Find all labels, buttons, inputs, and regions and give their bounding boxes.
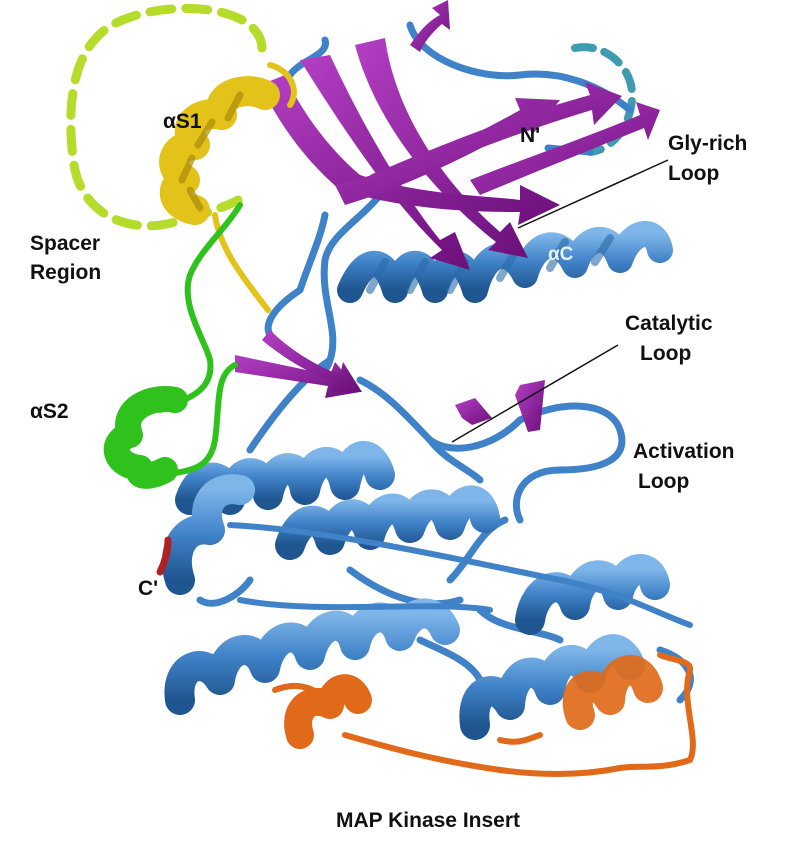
alpha-s1-helix	[159, 62, 297, 313]
map-kinase-insert-label: MAP Kinase Insert	[336, 809, 520, 832]
spacer-region-label-line2: Region	[30, 261, 101, 284]
insert-helix-right	[562, 655, 663, 730]
beta-strand-lower-4	[455, 398, 492, 425]
map-kinase-insert	[272, 652, 696, 777]
alpha-c-label: αC	[548, 244, 574, 265]
alpha-s1-shade	[178, 91, 244, 212]
c-lobe-helix-lower	[164, 598, 460, 715]
alpha-s2-helix	[103, 202, 243, 489]
alpha-s2-label: αS2	[30, 400, 69, 423]
beta-strand-lower-3	[515, 380, 545, 432]
gly-rich-loop-label-line1: Gly-rich	[668, 132, 747, 155]
alpha-s1-label: αS1	[163, 110, 202, 133]
alpha-s2-coil	[157, 202, 243, 478]
insert-helix-left	[284, 674, 372, 749]
c-lobe-crossing-coil	[227, 522, 693, 628]
c-lobe-helix-right	[515, 554, 670, 635]
spacer-region-dashed-loop	[66, 3, 267, 231]
activation-loop-label-line2: Loop	[638, 470, 689, 493]
beta-strand-6	[410, 0, 450, 52]
catalytic-loop-leader	[451, 344, 619, 443]
beta-strand-lower-2	[262, 330, 362, 392]
alpha-s1-coil	[212, 62, 297, 313]
alpha-c-helix	[337, 221, 673, 303]
beta-strand-3	[260, 75, 560, 225]
beta-strand-lower-1	[235, 355, 360, 398]
n-terminus-label: N'	[520, 124, 540, 147]
beta-strand-5	[370, 82, 622, 192]
c-lobe-helix-bottom-right	[459, 634, 645, 740]
alpha-s2-body	[103, 386, 188, 489]
beta-sheet	[235, 0, 660, 432]
kinase-main-domain	[161, 21, 694, 740]
beta-strand-2	[355, 38, 528, 258]
spacer-region-label-line1: Spacer	[30, 232, 100, 255]
c-terminus-label: C'	[138, 577, 158, 600]
catalytic-loop-label-line2: Loop	[640, 342, 691, 365]
gly-rich-loop-label-line2: Loop	[668, 162, 719, 185]
catalytic-loop-label-line1: Catalytic	[625, 312, 713, 335]
alpha-c-helix-front	[366, 234, 614, 294]
beta-strand-1	[300, 55, 470, 270]
n-terminal-dashed-loop	[571, 43, 637, 156]
gly-rich-loop-leader	[517, 159, 669, 229]
beta-strand-7	[470, 102, 660, 195]
c-terminus-segment	[156, 536, 172, 576]
activation-loop-label-line1: Activation	[633, 440, 735, 463]
c-lobe-helix-left	[161, 474, 255, 595]
c-lobe-helix-middle	[275, 485, 500, 560]
